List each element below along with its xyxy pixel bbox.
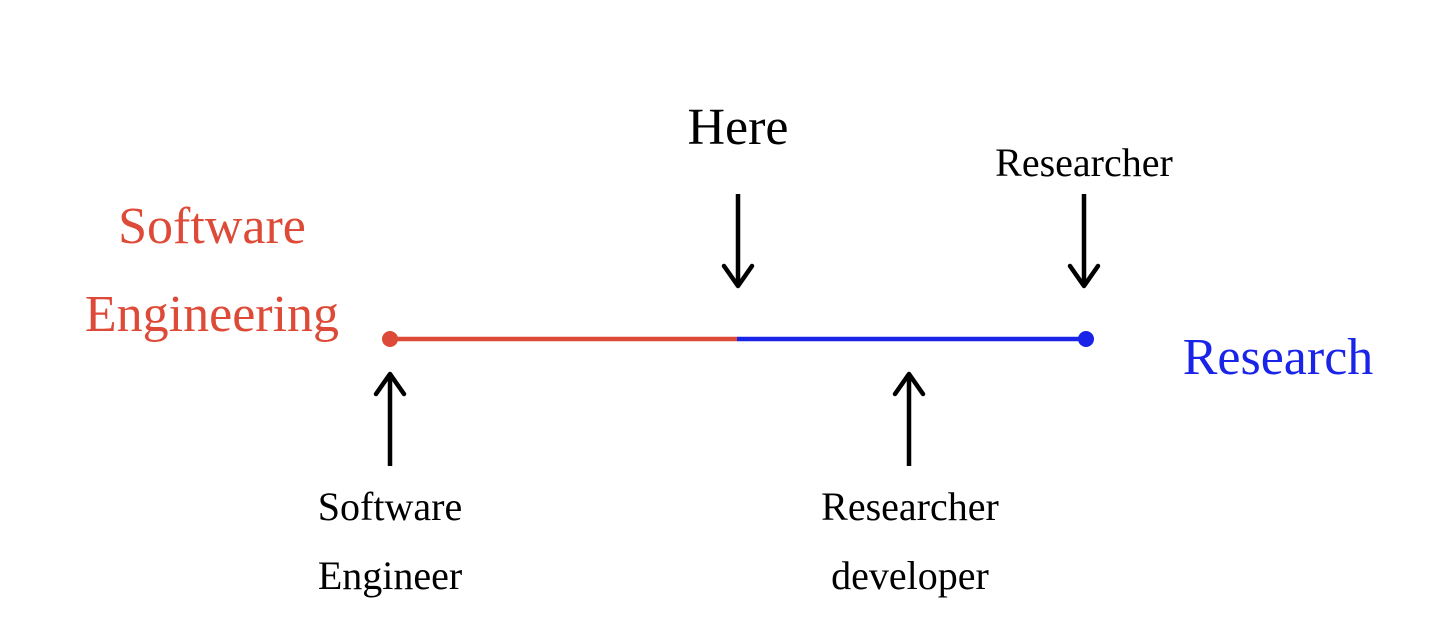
research-endpoint-dot	[1078, 331, 1094, 347]
engineering-endpoint-dot	[382, 331, 398, 347]
researcher-developer-label-line1: Researcher	[821, 484, 999, 529]
software-engineering-label-line2: Engineering	[85, 286, 339, 343]
arrow-up-icon	[373, 371, 407, 466]
software-engineer-label-line1: Software	[318, 484, 462, 529]
arrow-down-icon	[721, 194, 755, 289]
researcher-top-label: Researcher	[995, 140, 1173, 185]
here-label: Here	[687, 99, 788, 156]
arrow-up-icon	[892, 371, 926, 466]
software-engineering-label-line1: Software	[118, 198, 306, 255]
research-label: Research	[1183, 329, 1374, 386]
arrow-down-icon	[1067, 194, 1101, 289]
researcher-developer-label-line2: developer	[831, 553, 989, 598]
software-engineer-label-line2: Engineer	[318, 553, 462, 598]
